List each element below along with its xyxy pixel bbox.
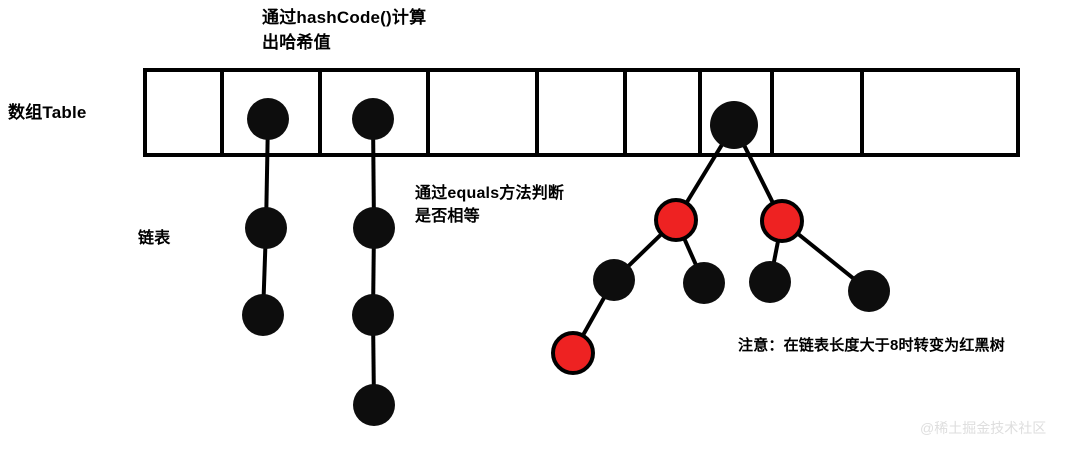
tree-node-l1-l-black bbox=[593, 259, 635, 301]
chain-2-node-0 bbox=[352, 98, 394, 140]
tree-node-root-black bbox=[710, 101, 758, 149]
array-table bbox=[143, 68, 1020, 157]
chain-2-node-2 bbox=[352, 294, 394, 336]
linked-list-label: 链表 bbox=[138, 230, 171, 247]
tree-node-r1-l-black bbox=[749, 261, 791, 303]
tree-node-r1-red bbox=[760, 199, 804, 243]
chain-2-node-3 bbox=[353, 384, 395, 426]
equals-annotation-line2: 是否相等 bbox=[415, 208, 480, 226]
chain-1-node-0 bbox=[247, 98, 289, 140]
array-table-label: 数组Table bbox=[8, 103, 87, 122]
tree-node-r1-r-black bbox=[848, 270, 890, 312]
tree-node-l1-red bbox=[654, 198, 698, 242]
tree-node-leaf-red bbox=[551, 331, 595, 375]
hashcode-annotation-line1: 通过hashCode()计算 bbox=[262, 8, 427, 27]
treeify-note: 注意：在链表长度大于8时转变为红黑树 bbox=[738, 337, 1005, 354]
hashcode-annotation: 通过hashCode()计算 出哈希值 bbox=[262, 6, 426, 55]
table-outline bbox=[143, 68, 1020, 157]
chain-2-node-1 bbox=[353, 207, 395, 249]
chain-1-node-1 bbox=[245, 207, 287, 249]
hashcode-annotation-line2: 出哈希值 bbox=[262, 32, 331, 52]
equals-annotation: 通过equals方法判断 是否相等 bbox=[415, 182, 564, 228]
tree-node-l1-r-black bbox=[683, 262, 725, 304]
watermark: @稀土掘金技术社区 bbox=[920, 420, 1047, 436]
chain-1-node-2 bbox=[242, 294, 284, 336]
equals-annotation-line1: 通过equals方法判断 bbox=[415, 185, 565, 202]
nodes bbox=[242, 98, 890, 426]
